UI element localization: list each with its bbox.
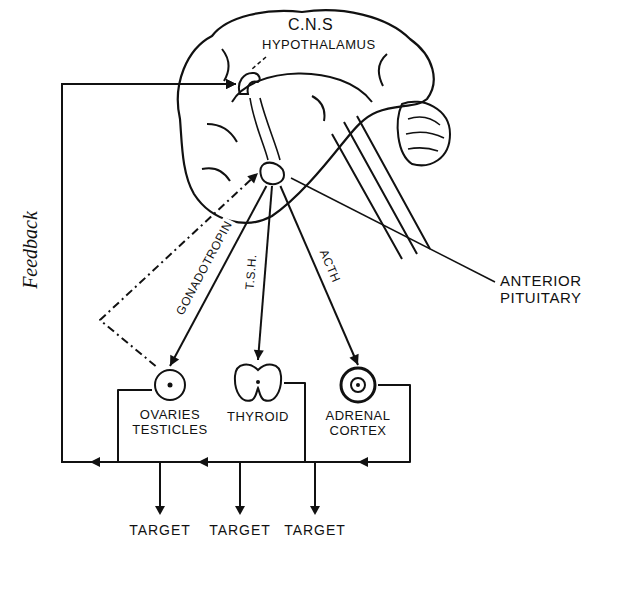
target-label: TARGET xyxy=(129,523,191,537)
hypothalamus-outline xyxy=(239,73,260,94)
structure-label: ANTERIOR PITUITARY xyxy=(500,272,618,307)
arrow-head xyxy=(235,506,245,515)
cerebellum xyxy=(398,102,450,166)
feedback-dashed-line-path xyxy=(100,173,258,366)
arrow-head xyxy=(226,79,236,89)
gonad-shape xyxy=(152,366,188,404)
structure-label: HYPOTHALAMUS xyxy=(262,38,376,53)
target-arrow xyxy=(239,463,241,508)
pituitary-stalk xyxy=(250,98,280,160)
hormone-arrow-path xyxy=(170,186,266,366)
corpus-callosum xyxy=(232,73,372,102)
hormone-label: ACTH xyxy=(316,246,344,287)
target-label: TARGET xyxy=(209,523,271,537)
thyroid-shape xyxy=(232,360,284,406)
feedback-line xyxy=(62,79,410,462)
brain-stem xyxy=(332,116,430,259)
gland-label: ADRENAL CORTEX xyxy=(316,409,400,439)
hormone-label: T.S.H. xyxy=(242,252,259,293)
adrenal-outline xyxy=(341,368,375,402)
feedback-dashed-line xyxy=(100,173,258,366)
leader-line xyxy=(252,57,266,69)
feedback-label: Feedback xyxy=(19,209,41,291)
hormone-arrow xyxy=(280,186,358,365)
arrow-head xyxy=(310,506,320,515)
brain-node: C.N.S HYPOTHALAMUS ANTERIOR PITUITARY xyxy=(172,4,447,229)
cerebellum-fold xyxy=(406,117,444,151)
gland-label: THYROID xyxy=(227,410,289,425)
pituitary-outline xyxy=(260,163,284,184)
feedback-line xyxy=(62,79,305,462)
arrow-head xyxy=(247,173,258,183)
arrow-head xyxy=(226,79,236,89)
target-arrow xyxy=(314,463,316,508)
feedback-line-path xyxy=(62,84,236,462)
feedback-line-path xyxy=(62,84,305,462)
target-label: TARGET xyxy=(284,523,346,537)
adrenal-node: ADRENAL CORTEX xyxy=(338,365,378,405)
hyp-shape xyxy=(236,70,262,98)
thyroid-dot xyxy=(256,380,260,384)
gland-label: OVARIES TESTICLES xyxy=(124,408,216,438)
arrow-head xyxy=(254,350,264,360)
target-arrow xyxy=(159,463,161,508)
arrow-head xyxy=(226,79,236,89)
pit-shape xyxy=(258,160,286,186)
pituitary-node: ANTERIOR PITUITARY xyxy=(258,160,286,186)
thyroid-node: THYROID xyxy=(232,360,284,406)
feedback-line xyxy=(62,79,236,462)
adrenal-dot xyxy=(356,383,360,387)
hormone-arrow-path xyxy=(258,186,272,360)
adrenal-inner xyxy=(351,378,365,392)
adrenal-shape xyxy=(338,365,378,405)
thyroid-outline xyxy=(235,365,281,401)
hormone-arrow-path xyxy=(280,186,358,365)
organ-label: C.N.S xyxy=(288,16,333,34)
brain-sulcus xyxy=(202,49,387,181)
ovary-outline xyxy=(155,370,185,400)
hormone-label: GONADOTROPIN xyxy=(172,217,236,319)
ovary-dot xyxy=(168,383,173,388)
cerebrum-outline xyxy=(178,10,434,222)
arrow-head xyxy=(155,506,165,515)
hormone-arrow xyxy=(170,186,266,366)
hypothalamus-node: HYPOTHALAMUS xyxy=(236,70,262,98)
arrow-head xyxy=(170,355,179,366)
arrow-head xyxy=(349,354,358,365)
gonad-node: OVARIES TESTICLES xyxy=(152,366,188,404)
